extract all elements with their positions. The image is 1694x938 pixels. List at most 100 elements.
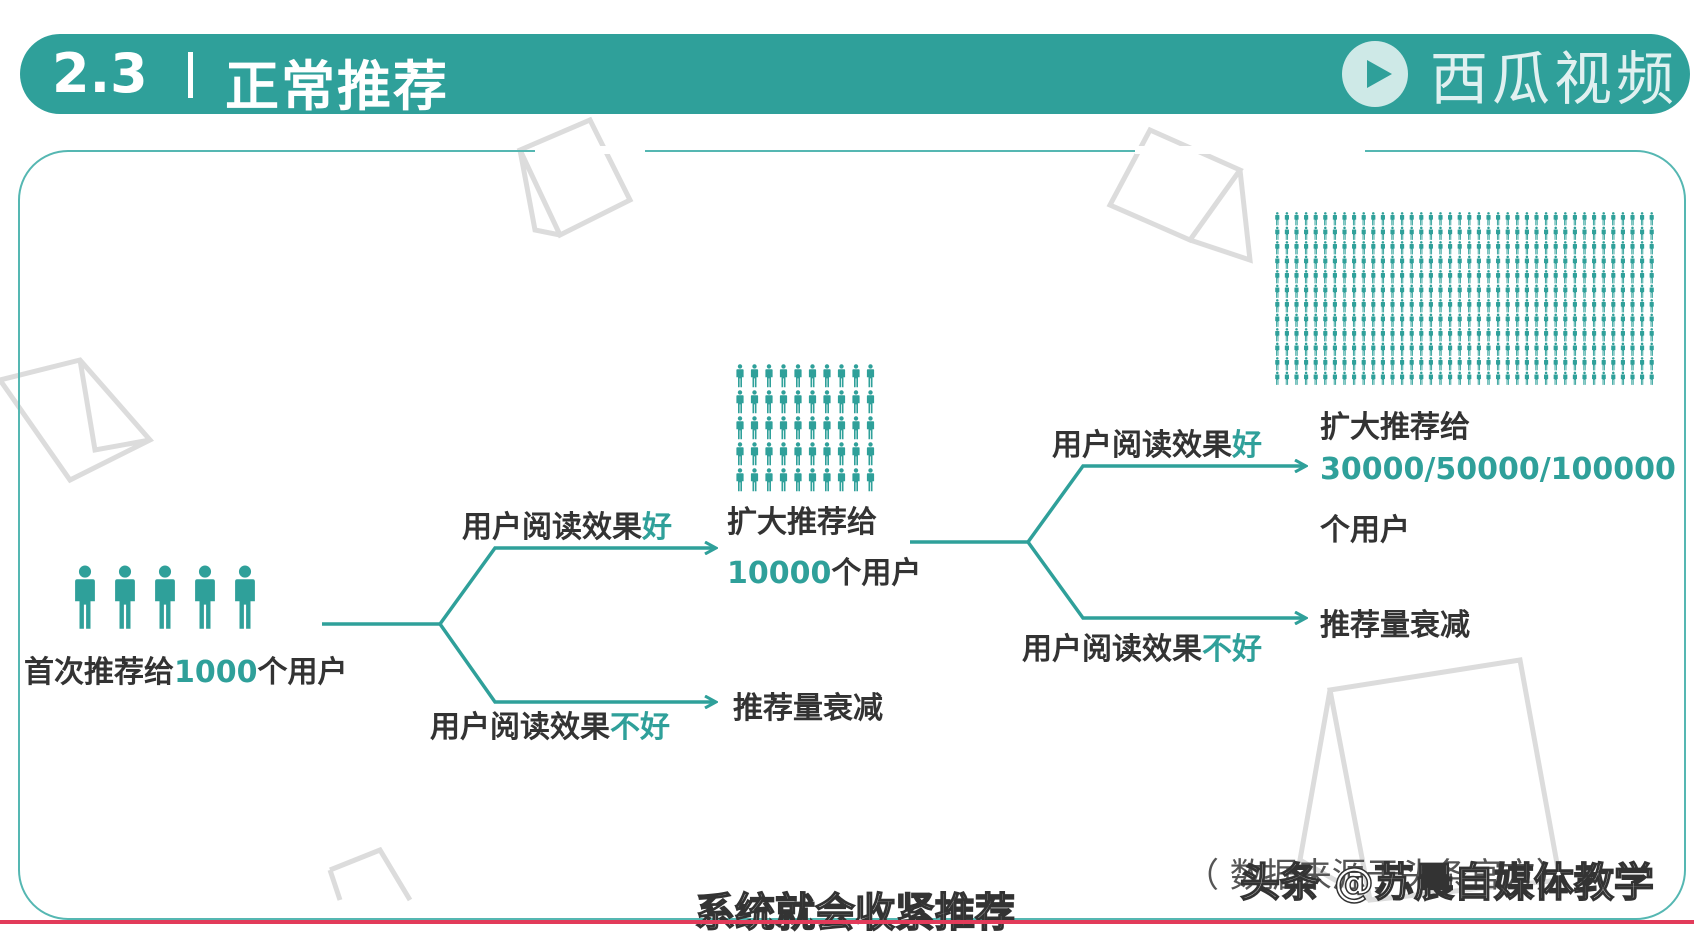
person-icon bbox=[1544, 357, 1549, 371]
person-icon bbox=[1380, 299, 1385, 313]
person-icon bbox=[1592, 255, 1597, 269]
person-icon bbox=[765, 416, 773, 440]
person-icon bbox=[852, 390, 860, 414]
person-icon bbox=[1352, 255, 1357, 269]
person-icon bbox=[1592, 270, 1597, 284]
person-icon bbox=[1448, 270, 1453, 284]
person-icon bbox=[1553, 212, 1558, 226]
person-icon bbox=[195, 565, 215, 629]
person-icon bbox=[1563, 284, 1568, 298]
person-icon bbox=[1400, 255, 1405, 269]
person-icon bbox=[852, 364, 860, 388]
person-icon bbox=[1438, 357, 1443, 371]
person-icon bbox=[1419, 241, 1424, 255]
person-icon bbox=[1486, 284, 1491, 298]
person-icon bbox=[1640, 255, 1645, 269]
person-icon bbox=[779, 468, 788, 492]
person-icon bbox=[1582, 299, 1587, 313]
person-icon bbox=[1304, 371, 1309, 385]
person-icon bbox=[1294, 371, 1299, 385]
person-icon bbox=[1630, 270, 1635, 284]
person-icon bbox=[1390, 328, 1395, 342]
person-icon bbox=[1304, 342, 1309, 356]
person-icon bbox=[1640, 241, 1645, 255]
header-divider bbox=[188, 52, 193, 98]
person-icon bbox=[1438, 241, 1443, 255]
person-icon bbox=[1515, 342, 1520, 356]
person-icon bbox=[1390, 270, 1395, 284]
person-icon bbox=[1649, 328, 1654, 342]
person-icon bbox=[1553, 328, 1558, 342]
person-icon bbox=[1505, 371, 1510, 385]
person-icon bbox=[1352, 212, 1357, 226]
person-icon bbox=[1630, 226, 1635, 240]
person-icon bbox=[1467, 212, 1472, 226]
person-icon bbox=[1390, 342, 1395, 356]
person-icon bbox=[1352, 226, 1357, 240]
person-icon bbox=[1515, 241, 1520, 255]
person-icon bbox=[1284, 371, 1289, 385]
person-icon bbox=[1419, 270, 1424, 284]
person-icon bbox=[1544, 270, 1549, 284]
person-icon bbox=[1313, 357, 1318, 371]
person-icon bbox=[1505, 212, 1510, 226]
person-icon bbox=[823, 442, 831, 466]
person-icon bbox=[1620, 284, 1625, 298]
person-icon bbox=[1342, 226, 1347, 240]
video-subtitle: 系统就会收紧推荐 bbox=[694, 889, 1016, 937]
person-icon bbox=[1601, 226, 1606, 240]
person-icon bbox=[1601, 284, 1606, 298]
person-icon bbox=[1380, 357, 1385, 371]
brand-name: 西瓜视频 bbox=[1429, 45, 1678, 113]
person-icon bbox=[1553, 371, 1558, 385]
person-icon bbox=[1342, 328, 1347, 342]
person-icon bbox=[1630, 255, 1635, 269]
person-icon bbox=[1400, 241, 1405, 255]
person-icon bbox=[1371, 241, 1376, 255]
person-icon bbox=[1476, 255, 1481, 269]
decay1-label: 推荐量衰减 bbox=[733, 691, 883, 726]
person-icon bbox=[1601, 328, 1606, 342]
person-icon bbox=[1582, 342, 1587, 356]
person-icon bbox=[1476, 371, 1481, 385]
person-icon bbox=[1515, 357, 1520, 371]
person-icon bbox=[1486, 357, 1491, 371]
person-icon bbox=[1390, 241, 1395, 255]
person-icon bbox=[1284, 342, 1289, 356]
person-icon bbox=[1409, 342, 1414, 356]
content-frame bbox=[18, 150, 1686, 920]
person-icon bbox=[1630, 284, 1635, 298]
person-icon bbox=[1361, 313, 1366, 327]
person-icon bbox=[736, 364, 744, 388]
person-icon bbox=[1553, 270, 1558, 284]
person-icon bbox=[1323, 255, 1328, 269]
person-icon bbox=[1572, 342, 1577, 356]
person-icon bbox=[1476, 342, 1481, 356]
people-icons-large bbox=[1275, 212, 1654, 385]
person-icon bbox=[1457, 313, 1462, 327]
person-icon bbox=[1400, 357, 1405, 371]
person-icon bbox=[1284, 299, 1289, 313]
person-icon bbox=[1275, 284, 1280, 298]
person-icon bbox=[1496, 328, 1501, 342]
person-icon bbox=[750, 390, 759, 414]
person-icon bbox=[1400, 299, 1405, 313]
person-icon bbox=[1284, 241, 1289, 255]
person-icon bbox=[1304, 313, 1309, 327]
person-icon bbox=[1352, 284, 1357, 298]
person-icon bbox=[1419, 226, 1424, 240]
person-icon bbox=[1553, 342, 1558, 356]
person-icon bbox=[1284, 313, 1289, 327]
person-icon bbox=[1419, 357, 1424, 371]
person-icon bbox=[1640, 270, 1645, 284]
person-icon bbox=[1342, 270, 1347, 284]
person-icon bbox=[1409, 226, 1414, 240]
person-icon bbox=[1380, 328, 1385, 342]
person-icon bbox=[1601, 255, 1606, 269]
person-icon bbox=[808, 364, 817, 388]
person-icon bbox=[1275, 328, 1280, 342]
person-icon bbox=[1640, 342, 1645, 356]
person-icon bbox=[1544, 284, 1549, 298]
person-icon bbox=[1409, 255, 1414, 269]
person-icon bbox=[1582, 226, 1587, 240]
